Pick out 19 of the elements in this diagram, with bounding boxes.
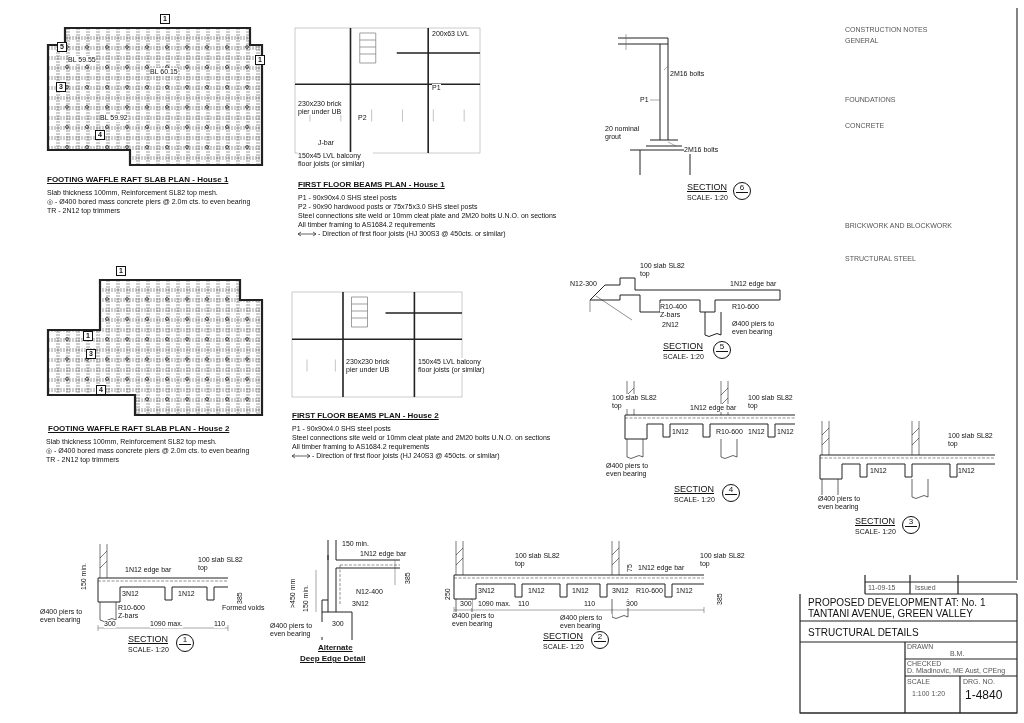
section-title: SECTION	[543, 632, 583, 641]
section-title: SECTION	[663, 342, 703, 351]
drawing-title: Alternate	[318, 644, 353, 653]
drawing-title: Deep Edge Detail	[300, 655, 366, 664]
section-title: SECTION	[855, 517, 895, 526]
drawing-title: FIRST FLOOR BEAMS PLAN - House 1	[298, 181, 445, 190]
section-marker: 5	[713, 341, 731, 359]
section-title: SECTION	[674, 485, 714, 494]
drawing-title: FIRST FLOOR BEAMS PLAN - House 2	[292, 412, 439, 421]
section-marker: 1	[176, 634, 194, 652]
section-marker: 6	[733, 182, 751, 200]
section-title: SECTION	[128, 635, 168, 644]
drawing-title: FOOTING WAFFLE RAFT SLAB PLAN - House 2	[48, 425, 230, 434]
title-block-text: STRUCTURAL DETAILS	[808, 627, 919, 638]
section-marker: 4	[722, 484, 740, 502]
section-marker: 2	[591, 631, 609, 649]
section-marker: 3	[902, 516, 920, 534]
drawing-title: FOOTING WAFFLE RAFT SLAB PLAN - House 1	[47, 176, 229, 185]
section-title: SECTION	[687, 183, 727, 192]
